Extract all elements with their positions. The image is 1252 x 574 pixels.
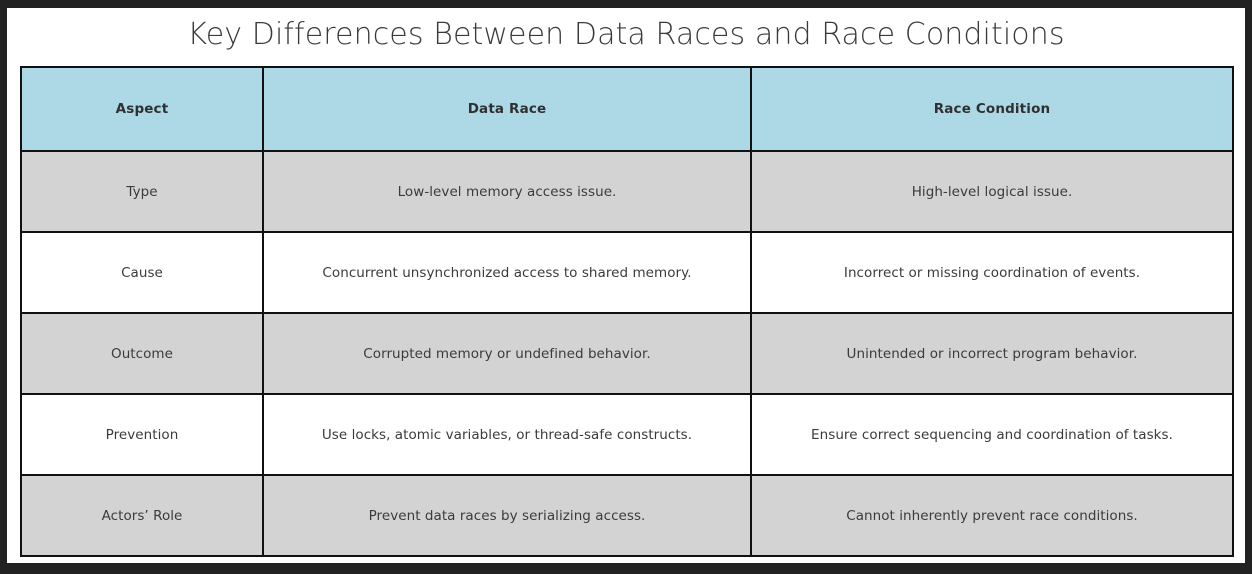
cell-aspect: Type — [20, 150, 264, 233]
page-title: Key Differences Between Data Races and R… — [187, 17, 1065, 52]
table-row: Type Low-level memory access issue. High… — [20, 150, 1234, 233]
table-header-row: Aspect Data Race Race Condition — [20, 66, 1234, 152]
table-row: Outcome Corrupted memory or undefined be… — [20, 312, 1234, 395]
column-header-aspect: Aspect — [20, 66, 264, 152]
cell-data-race: Low-level memory access issue. — [262, 150, 752, 233]
cell-race-condition: Unintended or incorrect program behavior… — [750, 312, 1234, 395]
table-row: Cause Concurrent unsynchronized access t… — [20, 231, 1234, 314]
page-sheet: Key Differences Between Data Races and R… — [7, 8, 1245, 563]
cell-race-condition: High-level logical issue. — [750, 150, 1234, 233]
cell-race-condition: Cannot inherently prevent race condition… — [750, 474, 1234, 557]
cell-race-condition: Incorrect or missing coordination of eve… — [750, 231, 1234, 314]
comparison-table: Aspect Data Race Race Condition Type Low… — [20, 66, 1234, 557]
cell-data-race: Concurrent unsynchronized access to shar… — [262, 231, 752, 314]
column-header-race-condition: Race Condition — [750, 66, 1234, 152]
cell-aspect: Actors’ Role — [20, 474, 264, 557]
column-header-data-race: Data Race — [262, 66, 752, 152]
table-row: Actors’ Role Prevent data races by seria… — [20, 474, 1234, 557]
cell-data-race: Use locks, atomic variables, or thread-s… — [262, 393, 752, 476]
cell-race-condition: Ensure correct sequencing and coordinati… — [750, 393, 1234, 476]
cell-data-race: Prevent data races by serializing access… — [262, 474, 752, 557]
cell-aspect: Outcome — [20, 312, 264, 395]
cell-data-race: Corrupted memory or undefined behavior. — [262, 312, 752, 395]
table-header: Aspect Data Race Race Condition — [20, 66, 1234, 152]
table-body: Type Low-level memory access issue. High… — [20, 150, 1234, 557]
cell-aspect: Cause — [20, 231, 264, 314]
table-row: Prevention Use locks, atomic variables, … — [20, 393, 1234, 476]
cell-aspect: Prevention — [20, 393, 264, 476]
